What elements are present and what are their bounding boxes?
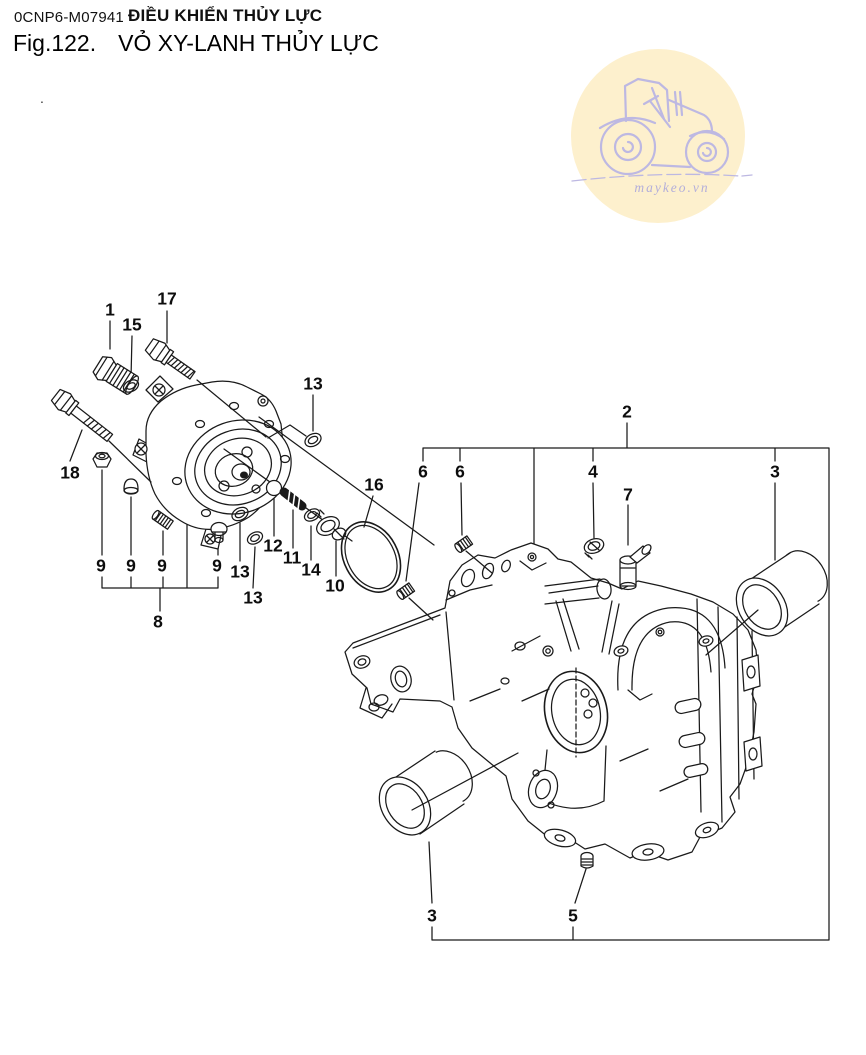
document-code: 0CNP6-M07941 [14, 9, 124, 26]
o-ring-part-16 [340, 521, 402, 593]
stud-part-6-right [454, 535, 474, 553]
watermark-logo: maykeo.vn [571, 49, 753, 223]
section-title: ĐIỀU KHIỂN THỦY LỰC [128, 6, 323, 25]
callout-7: 7 [623, 484, 633, 505]
nut-part-9a [92, 451, 112, 468]
callout-13c: 13 [243, 587, 263, 608]
ball-part-12 [265, 479, 283, 497]
callout-13b: 13 [230, 561, 250, 582]
group-brackets [101, 422, 830, 941]
button-plug-part-9d [210, 521, 228, 544]
callout-9b: 9 [126, 555, 136, 576]
callout-2: 2 [622, 401, 632, 422]
elbow-fitting-part-7 [619, 544, 652, 591]
callout-3a: 3 [770, 461, 780, 482]
o-ring-part-13-low [246, 531, 264, 545]
plug-part-4 [583, 537, 605, 560]
cap-nut-part-9b [123, 478, 139, 495]
bolt-part-18 [50, 388, 114, 443]
figure-number: Fig.122. [13, 30, 97, 56]
bolt-part-17 [144, 338, 196, 380]
callout-3b: 3 [427, 905, 437, 926]
callout-4: 4 [588, 461, 598, 482]
callout-5: 5 [568, 905, 578, 926]
watermark-circle [571, 49, 745, 223]
callout-11: 11 [282, 547, 302, 568]
axis-leaders [108, 379, 435, 546]
o-ring-part-15 [122, 379, 140, 393]
callout-9d: 9 [212, 555, 222, 576]
lug-screw-icon [134, 383, 269, 545]
callout-16: 16 [364, 474, 384, 495]
callout-10: 10 [325, 575, 345, 596]
o-ring-part-13-top [304, 432, 322, 448]
plug-part-1 [92, 356, 140, 395]
callout-12: 12 [263, 535, 283, 556]
o-ring-part-14 [303, 508, 321, 522]
tractor-icon [571, 77, 753, 182]
callout-1: 1 [105, 299, 115, 320]
callout-9a: 9 [96, 555, 106, 576]
callout-18: 18 [60, 462, 80, 483]
valve-cover-drawing [132, 375, 292, 550]
stray-mark: . [40, 90, 44, 106]
o-ring-part-13-mid [231, 506, 249, 522]
bushing-pointers [411, 609, 759, 811]
callout-17: 17 [157, 288, 177, 309]
set-screw-part-5 [580, 851, 594, 869]
stud-pointers [408, 550, 493, 621]
bushing-top-right [735, 550, 828, 637]
figure-title: VỎ XY-LANH THỦY LỰC [118, 30, 379, 56]
callout-14: 14 [301, 559, 321, 580]
figure-title-row: Fig.122. VỎ XY-LANH THỦY LỰC [13, 30, 379, 57]
spring-part-11 [279, 487, 307, 511]
bushing-bottom-left [378, 750, 473, 836]
watermark-text: maykeo.vn [634, 180, 709, 195]
callout-6a: 6 [418, 461, 428, 482]
callout-9c: 9 [157, 555, 167, 576]
set-screw-part-9c [151, 509, 174, 530]
plug-part-10 [316, 509, 347, 541]
stud-part-6-left [396, 582, 416, 600]
callout-13a: 13 [303, 373, 323, 394]
callout-6b: 6 [455, 461, 465, 482]
callout-15: 15 [122, 314, 142, 335]
cylinder-housing-drawing [344, 542, 763, 861]
callout-8: 8 [153, 611, 163, 632]
